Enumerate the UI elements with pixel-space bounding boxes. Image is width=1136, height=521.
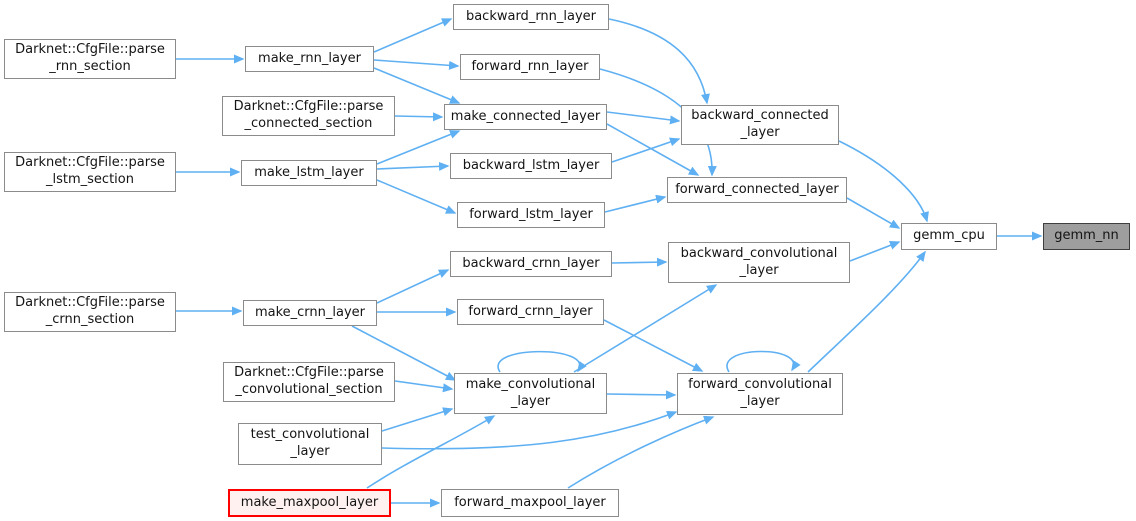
edge-make-lstm-layer-to-forward-lstm-layer bbox=[376, 179, 457, 214]
edge-make-maxpool-layer-to-make-convolutional-layer bbox=[366, 415, 496, 489]
edge-test-convolutional-layer-to-forward-convolutional-layer bbox=[381, 411, 678, 450]
edge-forward-lstm-layer-to-forward-connected-layer bbox=[604, 194, 667, 213]
edge-forward-convolutional-layer-to-gemm-cpu bbox=[807, 250, 926, 373]
edge-make-connected-layer-to-backward-connected-layer bbox=[606, 111, 681, 125]
node-make-convolutional-layer[interactable]: make_convolutional _layer bbox=[454, 373, 607, 414]
node-backward-rnn-layer[interactable]: backward_rnn_layer bbox=[453, 4, 609, 30]
edge-backward-connected-layer-to-gemm-cpu bbox=[838, 140, 929, 223]
node-make-maxpool-layer[interactable]: make_maxpool_layer bbox=[228, 489, 391, 517]
edge-backward-crnn-layer-to-backward-convolutional-layer bbox=[611, 257, 668, 267]
edge-make-convolutional-layer-to-forward-convolutional-layer bbox=[606, 390, 677, 400]
node-parse-convolutional-section[interactable]: Darknet::CfgFile::parse _convolutional_s… bbox=[223, 362, 395, 402]
edge-backward-rnn-layer-to-backward-connected-layer bbox=[608, 18, 710, 105]
edge-make-crnn-layer-to-backward-crnn-layer bbox=[376, 269, 450, 304]
node-gemm-cpu[interactable]: gemm_cpu bbox=[901, 223, 997, 250]
node-backward-lstm-layer[interactable]: backward_lstm_layer bbox=[450, 153, 612, 179]
node-backward-convolutional-layer[interactable]: backward_convolutional _layer bbox=[668, 242, 850, 283]
node-forward-convolutional-layer[interactable]: forward_convolutional _layer bbox=[677, 373, 843, 415]
node-test-convolutional-layer[interactable]: test_convolutional _layer bbox=[238, 423, 382, 465]
node-gemm-nn: gemm_nn bbox=[1043, 223, 1130, 250]
node-make-crnn-layer[interactable]: make_crnn_layer bbox=[243, 300, 377, 326]
node-forward-lstm-layer[interactable]: forward_lstm_layer bbox=[457, 202, 605, 228]
node-parse-connected-section[interactable]: Darknet::CfgFile::parse _connected_secti… bbox=[222, 96, 395, 136]
node-forward-rnn-layer[interactable]: forward_rnn_layer bbox=[460, 54, 600, 80]
edge-forward-convolutional-layer-to-forward-convolutional-layer bbox=[726, 350, 801, 373]
node-make-connected-layer[interactable]: make_connected_layer bbox=[444, 104, 607, 130]
edge-parse-connected-section-to-make-connected-layer bbox=[394, 112, 444, 122]
node-parse-crnn-section[interactable]: Darknet::CfgFile::parse _crnn_section bbox=[4, 292, 176, 332]
edge-parse-convolutional-section-to-make-convolutional-layer bbox=[394, 380, 454, 393]
edge-make-convolutional-layer-to-backward-convolutional-layer bbox=[573, 284, 718, 373]
edge-forward-crnn-layer-to-forward-convolutional-layer bbox=[603, 319, 704, 372]
node-make-rnn-layer[interactable]: make_rnn_layer bbox=[245, 46, 374, 72]
edge-forward-maxpool-layer-to-forward-convolutional-layer bbox=[567, 415, 715, 489]
edge-make-connected-layer-to-forward-connected-layer bbox=[606, 123, 700, 176]
edge-make-rnn-layer-to-backward-rnn-layer bbox=[373, 18, 453, 53]
edge-backward-convolutional-layer-to-gemm-cpu bbox=[849, 241, 901, 262]
edge-make-convolutional-layer-to-make-convolutional-layer bbox=[497, 350, 587, 373]
node-backward-connected-layer[interactable]: backward_connected _layer bbox=[681, 105, 839, 145]
node-make-lstm-layer[interactable]: make_lstm_layer bbox=[241, 160, 377, 186]
edge-test-convolutional-layer-to-make-convolutional-layer bbox=[381, 407, 454, 432]
edge-backward-lstm-layer-to-backward-connected-layer bbox=[611, 137, 681, 163]
node-parse-rnn-section[interactable]: Darknet::CfgFile::parse _rnn_section bbox=[4, 39, 176, 79]
node-forward-crnn-layer[interactable]: forward_crnn_layer bbox=[457, 299, 604, 325]
node-parse-lstm-section[interactable]: Darknet::CfgFile::parse _lstm_section bbox=[4, 152, 176, 192]
node-backward-crnn-layer[interactable]: backward_crnn_layer bbox=[450, 251, 612, 277]
edge-make-rnn-layer-to-forward-rnn-layer bbox=[373, 59, 460, 70]
node-forward-connected-layer[interactable]: forward_connected_layer bbox=[667, 177, 847, 203]
edge-make-rnn-layer-to-make-connected-layer bbox=[373, 67, 461, 104]
node-forward-maxpool-layer[interactable]: forward_maxpool_layer bbox=[441, 489, 619, 517]
edge-make-lstm-layer-to-backward-lstm-layer bbox=[376, 161, 450, 171]
edge-make-crnn-layer-to-make-convolutional-layer bbox=[351, 325, 457, 381]
edge-make-lstm-layer-to-make-connected-layer bbox=[376, 130, 461, 165]
edge-forward-connected-layer-to-gemm-cpu bbox=[846, 197, 901, 229]
